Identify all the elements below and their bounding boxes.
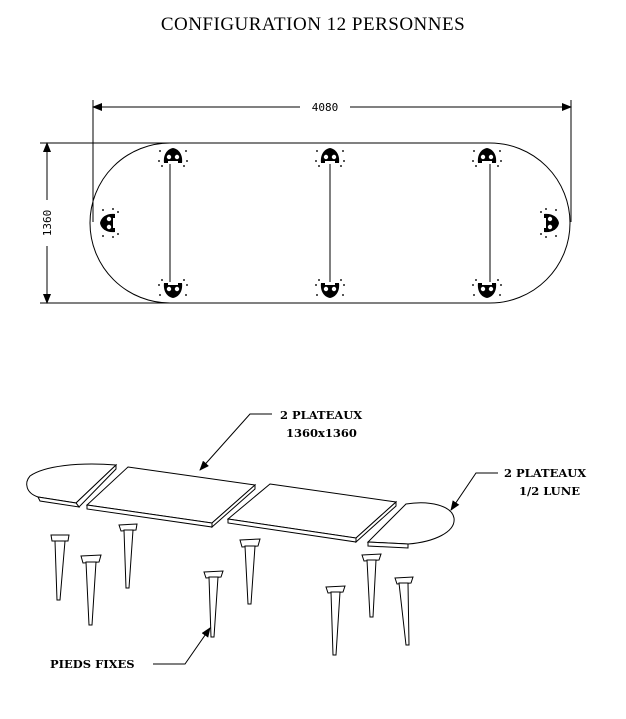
- leg: [50, 534, 70, 601]
- leader-fixed-legs: [153, 627, 211, 665]
- chair-icon: [540, 208, 559, 238]
- leg: [394, 576, 414, 646]
- leg: [325, 585, 346, 656]
- label-half-moon-tops-line2: 1/2 LUNE: [519, 484, 580, 498]
- width-dimension: 1360: [41, 210, 54, 237]
- leader-half-moon-tops: [450, 472, 498, 511]
- chair-icon: [472, 148, 502, 167]
- chair-icon: [472, 279, 502, 298]
- label-fixed-legs: PIEDS FIXES: [50, 657, 135, 671]
- square-top-1: [85, 466, 257, 529]
- plan-view: 4080 1360: [40, 100, 572, 304]
- leg: [239, 538, 261, 605]
- leader-square-tops: [199, 413, 272, 471]
- exploded-view: 2 PLATEAUX 1360x1360 2 PLATEAUX 1/2 LUNE…: [26, 408, 586, 671]
- chair-icon: [100, 208, 119, 238]
- diagram-title: CONFIGURATION 12 PERSONNES: [160, 14, 466, 35]
- length-dimension: 4080: [312, 101, 339, 114]
- leg: [361, 553, 382, 618]
- leg: [80, 554, 102, 626]
- chair-icon: [158, 279, 188, 298]
- half-moon-top-right: [366, 502, 455, 549]
- label-half-moon-tops-line1: 2 PLATEAUX: [504, 466, 586, 480]
- table-outline: [89, 142, 571, 304]
- label-square-tops-line1: 2 PLATEAUX: [280, 408, 362, 422]
- chair-icon: [158, 148, 188, 167]
- half-moon-top-left: [26, 463, 118, 508]
- label-square-tops-line2: 1360x1360: [286, 426, 357, 440]
- square-top-2: [226, 483, 398, 544]
- leg: [203, 570, 224, 638]
- leg: [118, 523, 138, 589]
